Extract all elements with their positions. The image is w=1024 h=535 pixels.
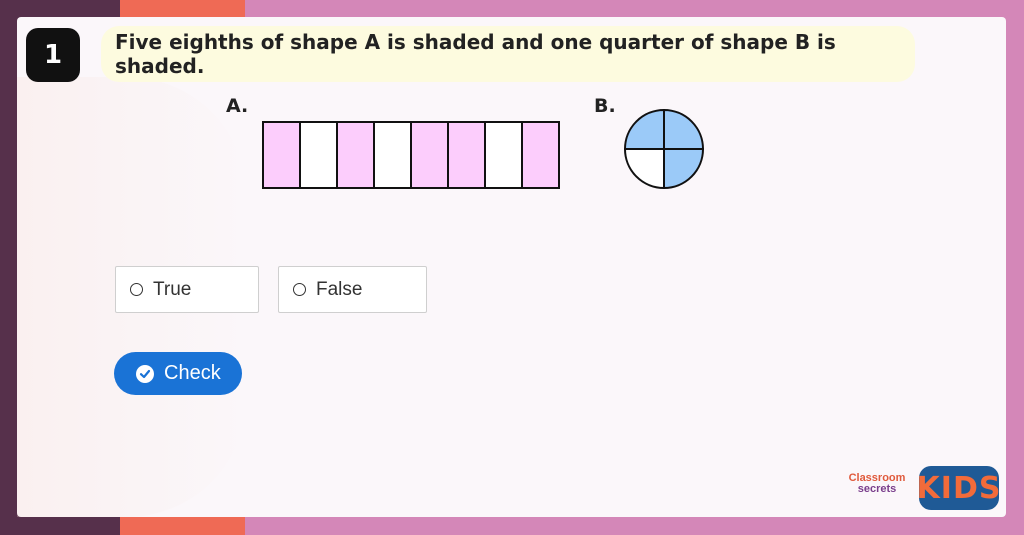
shape-a-segment bbox=[410, 121, 449, 189]
shape-b-quarter bbox=[623, 108, 665, 150]
shape-a-bar bbox=[262, 121, 560, 189]
question-text: Five eighths of shape A is shaded and on… bbox=[115, 30, 836, 78]
shape-b-quarter bbox=[623, 148, 665, 190]
shape-b-circle bbox=[623, 108, 705, 190]
logo-line1: Classroom bbox=[848, 472, 906, 484]
shape-a-segment bbox=[262, 121, 301, 189]
check-button-label: Check bbox=[164, 362, 221, 384]
option-true[interactable]: True bbox=[115, 266, 259, 313]
radio-icon[interactable] bbox=[130, 283, 143, 296]
classroom-secrets-logo: Classroom secrets bbox=[840, 473, 914, 503]
shape-a-segment bbox=[484, 121, 523, 189]
logo-line2: secrets bbox=[857, 483, 897, 495]
shape-a-segment bbox=[521, 121, 560, 189]
shape-a-segment bbox=[447, 121, 486, 189]
shape-a-segment bbox=[336, 121, 375, 189]
radio-icon[interactable] bbox=[293, 283, 306, 296]
option-true-label: True bbox=[153, 278, 192, 300]
shape-b-label: B. bbox=[594, 95, 616, 117]
option-false[interactable]: False bbox=[278, 266, 427, 313]
kids-logo: KIDS bbox=[917, 466, 1000, 510]
option-false-label: False bbox=[316, 278, 363, 300]
question-number-badge: 1 bbox=[26, 28, 80, 82]
shape-a-segment bbox=[373, 121, 412, 189]
shape-b-quarter bbox=[663, 108, 705, 150]
shape-a-label: A. bbox=[226, 95, 249, 117]
question-box: Five eighths of shape A is shaded and on… bbox=[101, 26, 915, 82]
checkmark-icon bbox=[136, 364, 154, 383]
shape-a-segment bbox=[299, 121, 338, 189]
shape-b-quarter bbox=[663, 148, 705, 190]
question-card: 1 Five eighths of shape A is shaded and … bbox=[17, 17, 1006, 517]
check-button[interactable]: Check bbox=[114, 352, 242, 395]
